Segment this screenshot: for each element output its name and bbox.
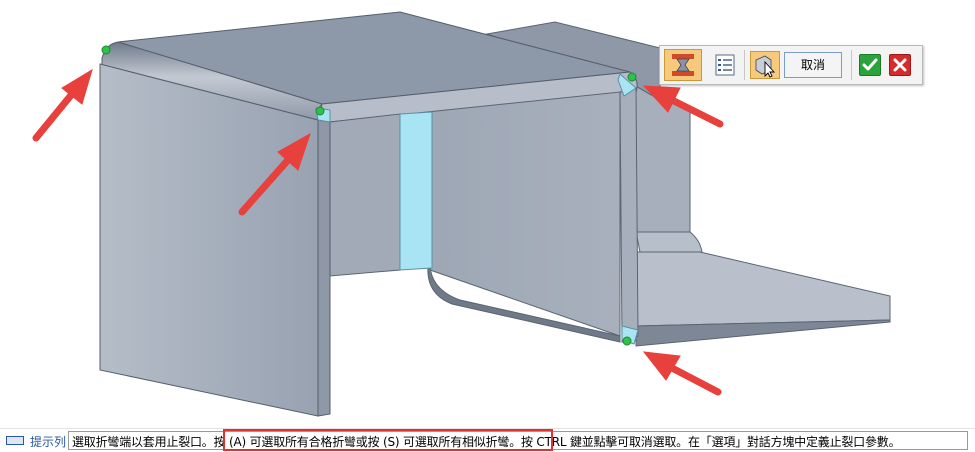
relief-corner-top-right[interactable] xyxy=(617,73,637,97)
prompt-bar-icon xyxy=(6,436,24,445)
3d-viewport[interactable] xyxy=(0,0,975,428)
toolbar-divider xyxy=(744,50,745,80)
bend-relief-mode-button[interactable] xyxy=(664,49,702,81)
prompt-text: 選取折彎端以套用止裂口。按 (A) 可選取所有合格折彎或按 (S) 可選取所有相… xyxy=(72,435,901,449)
vertex-point[interactable] xyxy=(315,106,325,116)
arrow-annotation-top-right xyxy=(642,85,724,128)
vertex-point[interactable] xyxy=(627,72,637,82)
selected-bend-face[interactable] xyxy=(399,111,433,271)
prompt-bar-label: 提示列 xyxy=(30,435,67,449)
options-list-button[interactable] xyxy=(712,53,738,77)
bottom-flange[interactable] xyxy=(635,251,891,347)
bend-relief-mode-icon xyxy=(672,54,694,76)
highlight-box xyxy=(223,429,553,451)
checkmark-icon xyxy=(862,58,878,71)
accept-button[interactable] xyxy=(859,54,881,76)
vertex-point[interactable] xyxy=(622,336,632,346)
right-wall[interactable] xyxy=(617,73,639,345)
close-icon xyxy=(893,58,907,72)
list-options-icon xyxy=(715,54,735,76)
inner-side-wall[interactable] xyxy=(329,111,433,277)
arrow-annotation-bottom-right xyxy=(642,351,722,396)
cancel-button[interactable]: 取消 xyxy=(784,52,842,78)
sheet-metal-model[interactable] xyxy=(0,0,975,428)
left-wall[interactable] xyxy=(99,63,331,417)
select-step-button[interactable] xyxy=(750,51,780,79)
command-bar: 取消 xyxy=(659,45,923,85)
arrow-annotation-top-left xyxy=(32,68,93,142)
prompt-bar: 提示列 選取折彎端以套用止裂口。按 (A) 可選取所有合格折彎或按 (S) 可選… xyxy=(0,428,975,452)
reject-button[interactable] xyxy=(889,54,911,76)
arrow-annotation-center xyxy=(238,132,311,216)
toolbar-divider xyxy=(851,50,852,80)
vertex-point[interactable] xyxy=(101,45,111,55)
select-pointer-icon xyxy=(755,55,776,78)
top-panel[interactable] xyxy=(101,11,638,123)
